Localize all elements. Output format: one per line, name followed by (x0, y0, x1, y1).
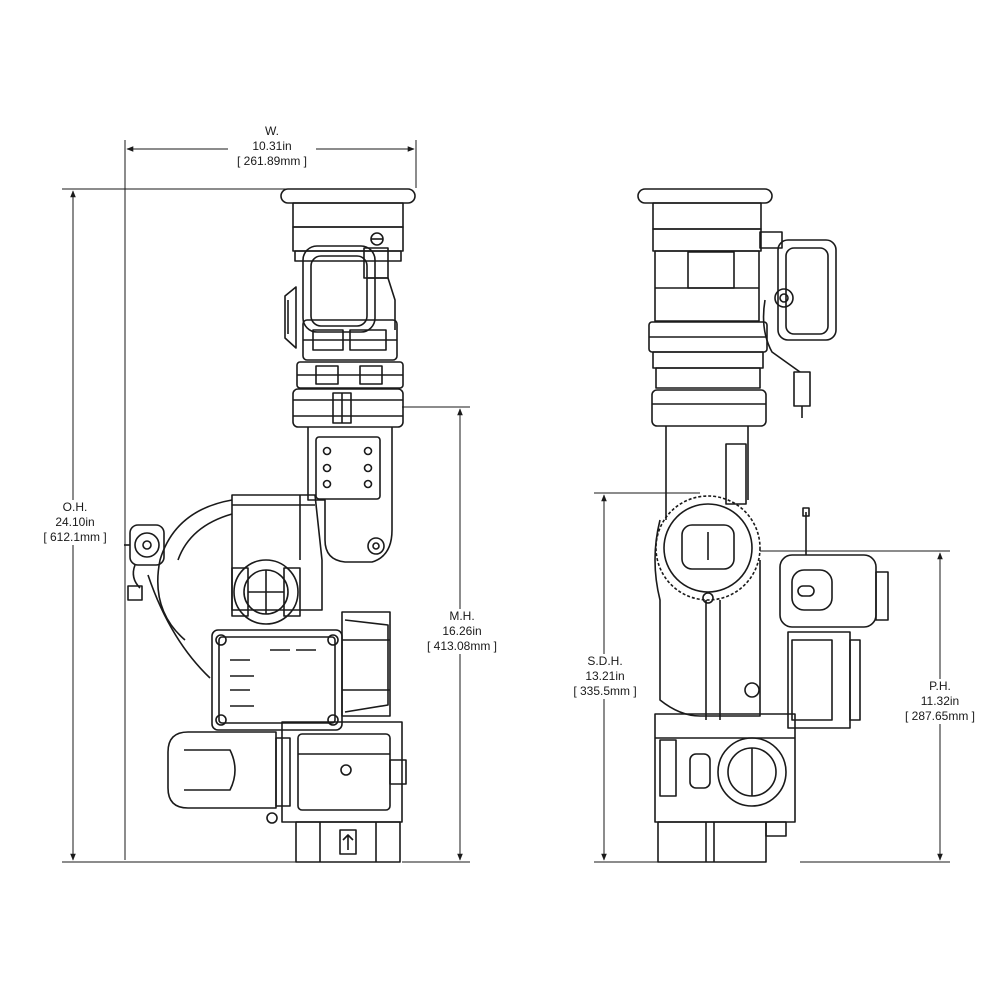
front-view (124, 188, 416, 863)
side-view (637, 188, 889, 863)
front-inlet (295, 821, 401, 863)
front-mount-plate (315, 436, 381, 500)
front-control-box (211, 629, 343, 731)
side-nozzle-tip (637, 188, 773, 204)
ph-label: P.H. 11.32in 287.65mm (886, 679, 994, 724)
side-actuator (777, 239, 837, 341)
side-turret-dial (655, 495, 761, 601)
side-right-motor (779, 554, 877, 628)
front-motor (233, 559, 299, 625)
sdh-label: S.D.H. 13.21in 335.5mm (558, 654, 652, 699)
side-swivel-ring (651, 389, 767, 427)
monitor-height-label: M.H. 16.26in 413.08mm (408, 609, 516, 654)
front-nozzle-tip (280, 188, 416, 204)
side-lower-motor (717, 737, 787, 807)
overall-height-label: O.H. 24.10in 612.1mm (28, 500, 122, 545)
side-body (654, 519, 761, 717)
width-label: W. 10.31in 261.89mm (228, 124, 316, 169)
side-inlet (657, 821, 767, 863)
side-control-box (787, 631, 851, 729)
front-nozzle-actuator (302, 245, 376, 333)
front-riser (307, 427, 393, 563)
side-riser (665, 426, 749, 520)
front-lower-motor (167, 731, 277, 809)
front-swivel-ring (292, 388, 404, 428)
